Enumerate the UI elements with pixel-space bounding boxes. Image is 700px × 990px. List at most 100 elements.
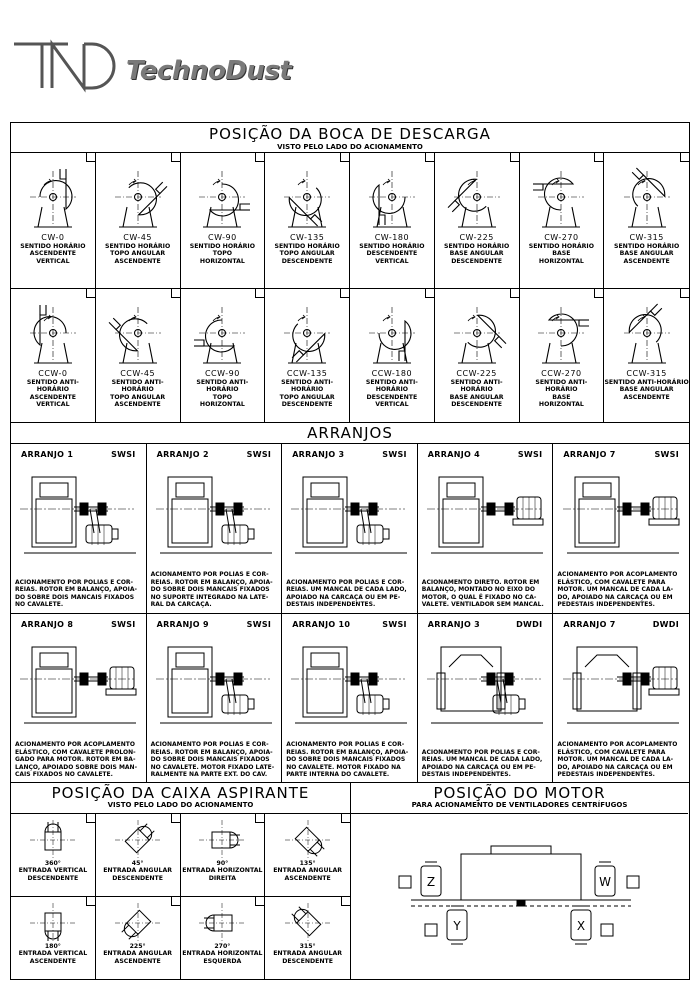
fan-discharge-diagram [623,167,670,228]
fan-scroll [291,323,326,359]
discharge-code: CCW-0 [38,369,68,378]
position-label: TOPO [212,250,233,258]
motor-position-checkbox[interactable] [600,923,614,937]
discharge-caption: CW-180 SENTIDO HORÁRIO DESCENDENTE VERTI… [350,233,434,265]
inlet-direction-label: DESCENDENTE [112,874,163,882]
arrangement-diagram [563,646,680,724]
arrangement-diagram [563,476,680,554]
arrangement-description: ACIONAMENTO POR POLIAS E COR- REIAS. UM … [421,748,543,779]
direction-label: DESCENDENTE [281,257,333,265]
direction-label: DESCENDENTE [281,401,333,409]
fan-housing [460,853,582,901]
corner-tab [85,897,95,906]
direction-label: HORIZONTAL [538,401,584,409]
discharge-cell-ccw-180: CCW-180 SENTIDO ANTI-HORÁRIO DESCENDENTE… [350,288,435,422]
corner-tab [170,153,180,162]
fan-discharge-diagram [29,169,76,228]
rotation-label: SENTIDO ANTI-HORÁRIO [26,379,79,394]
discharge-cell-ccw-45: CCW-45 SENTIDO ANTI-HORÁRIO TOPO ANGULAR… [95,288,181,422]
position-label: BASE [552,393,571,401]
corner-tab [424,289,434,298]
corner-tab [680,153,689,162]
arrangement-description: ACIONAMENTO POR POLIAS E COR- REIAS. ROT… [286,741,409,779]
arrangement-name: ARRANJO 4 [427,450,481,459]
motor-position-label: Z [427,875,435,889]
inlet-box-diagram [284,820,331,860]
motor-position-checkbox[interactable] [398,875,412,889]
corner-tab [509,153,519,162]
discharge-code: CCW-135 [286,369,328,378]
arrangement-type: SWSI [246,620,272,629]
rotation-label: SENTIDO HORÁRIO [443,243,510,250]
inlet-caption: 90° ENTRADA HORIZONTAL DIREITA [181,860,265,882]
arrangement-description: ACIONAMENTO POR POLIAS E COR- REIAS. ROT… [150,571,273,609]
arrangement-diagram [427,646,544,724]
rotation-label: SENTIDO HORÁRIO [274,243,340,250]
position-label: TOPO ANGULAR [110,393,166,401]
inlet-degree: 90° [216,860,229,867]
arrangement-diagram [291,646,408,724]
discharge-cell-cw-315: CW-315 SENTIDO HORÁRIO BASE ANGULAR ASCE… [604,152,689,288]
discharge-caption: CW-45 SENTIDO HORÁRIO TOPO ANGULAR ASCEN… [96,233,180,265]
position-label: ASCENDENTE [29,250,76,258]
inlet-degree: 270° [214,943,231,950]
inlet-cell: 135° ENTRADA ANGULAR ASCENDENTE [265,813,350,896]
corner-tab [85,289,95,298]
rotation-label: SENTIDO ANTI-HORÁRIO [450,379,503,394]
fan-discharge-diagram [199,171,251,228]
discharge-caption: CW-90 SENTIDO HORÁRIO TOPO HORIZONTAL [181,233,265,265]
discharge-cell-ccw-135: CCW-135 SENTIDO ANTI-HORÁRIO TOPO ANGULA… [265,288,350,422]
inlet-box-diagram [29,820,76,860]
corner-tab [85,814,95,823]
inlet-box-diagram [29,903,76,943]
arrangement-name: ARRANJO 7 [563,450,616,459]
arrangement-type: SWSI [382,620,407,629]
fan-discharge-diagram [194,307,246,364]
direction-label: VERTICAL [36,401,70,409]
discharge-caption: CCW-90 SENTIDO ANTI-HORÁRIO TOPO HORIZON… [181,369,265,409]
fan-discharge-diagram [368,171,415,228]
discharge-title: POSIÇÃO DA BOCA DE DESCARGA [209,125,491,143]
corner-tab [594,289,604,298]
motor-position-checkbox[interactable] [626,875,640,889]
motor-title: POSIÇÃO DO MOTOR [433,784,606,802]
arrangement-type: SWSI [382,450,407,459]
discharge-code: CW-0 [41,233,65,242]
inlet-direction-label: ASCENDENTE [114,957,161,965]
corner-tab [255,289,265,298]
motor-symbol: W [594,861,616,901]
discharge-caption: CCW-45 SENTIDO ANTI-HORÁRIO TOPO ANGULAR… [96,369,180,409]
arrangement-type: SWSI [246,450,272,459]
fan-scroll [451,178,487,213]
discharge-caption: CW-315 SENTIDO HORÁRIO BASE ANGULAR ASCE… [604,233,689,265]
discharge-code: CW-135 [289,233,325,242]
inlet-cell: 360° ENTRADA VERTICAL DESCENDENTE [11,813,96,896]
discharge-cell-ccw-315: CCW-315 SENTIDO ANTI-HORÁRIO BASE ANGULA… [604,288,689,422]
fan-scroll [548,313,590,347]
rotation-label: SENTIDO ANTI-HORÁRIO [111,379,164,394]
position-label: BASE [552,250,571,258]
inlet-cell: 90° ENTRADA HORIZONTAL DIREITA [180,813,266,896]
inlet-entry-label: ENTRADA ANGULAR [273,867,343,875]
fan-scroll [128,181,163,216]
inlet-cell: 315° ENTRADA ANGULAR DESCENDENTE [265,896,350,979]
discharge-caption: CCW-135 SENTIDO ANTI-HORÁRIO TOPO ANGULA… [265,369,349,409]
position-label: TOPO ANGULAR [110,250,166,258]
bottom-section: POSIÇÃO DA CAIXA ASPIRANTE VISTO PELO LA… [11,783,689,979]
motor-position-checkbox[interactable] [424,923,438,937]
inlet-cell: 45° ENTRADA ANGULAR DESCENDENTE [95,813,181,896]
corner-tab [424,153,434,162]
discharge-cell-ccw-225: CCW-225 SENTIDO ANTI-HORÁRIO BASE ANGULA… [434,288,520,422]
fan-scroll [209,183,251,217]
